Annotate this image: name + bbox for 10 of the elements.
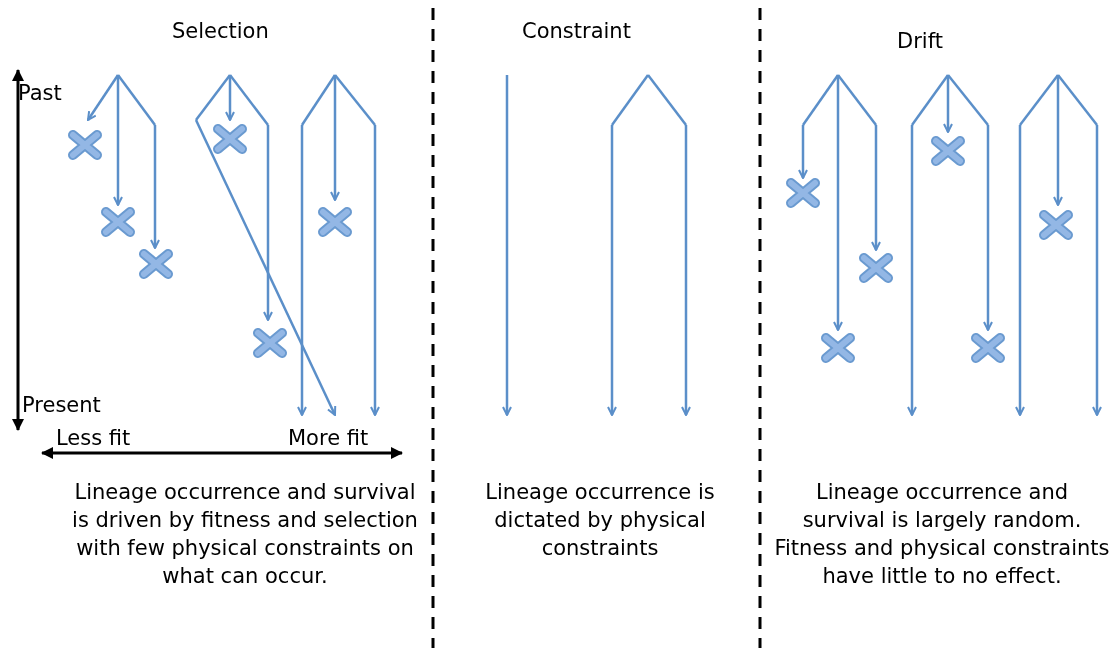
- axis-label: Past: [18, 80, 62, 107]
- panel-caption: Lineage occurrence and survival is largely random. Fitness and physical constraints have little to no effect.: [773, 479, 1111, 590]
- axis-label: Less fit: [56, 425, 131, 452]
- axis-label: Present: [22, 392, 101, 419]
- panel-title: Constraint: [522, 18, 631, 45]
- panel-title: Drift: [897, 28, 943, 55]
- axis-label: More fit: [288, 425, 369, 452]
- panel-title: Selection: [172, 18, 269, 45]
- panel-caption: Lineage occurrence is dictated by physical constraints: [484, 479, 716, 562]
- panel-caption: Lineage occurrence and survival is driven by fitness and selection with few physical constraints on what can occur.: [71, 479, 419, 590]
